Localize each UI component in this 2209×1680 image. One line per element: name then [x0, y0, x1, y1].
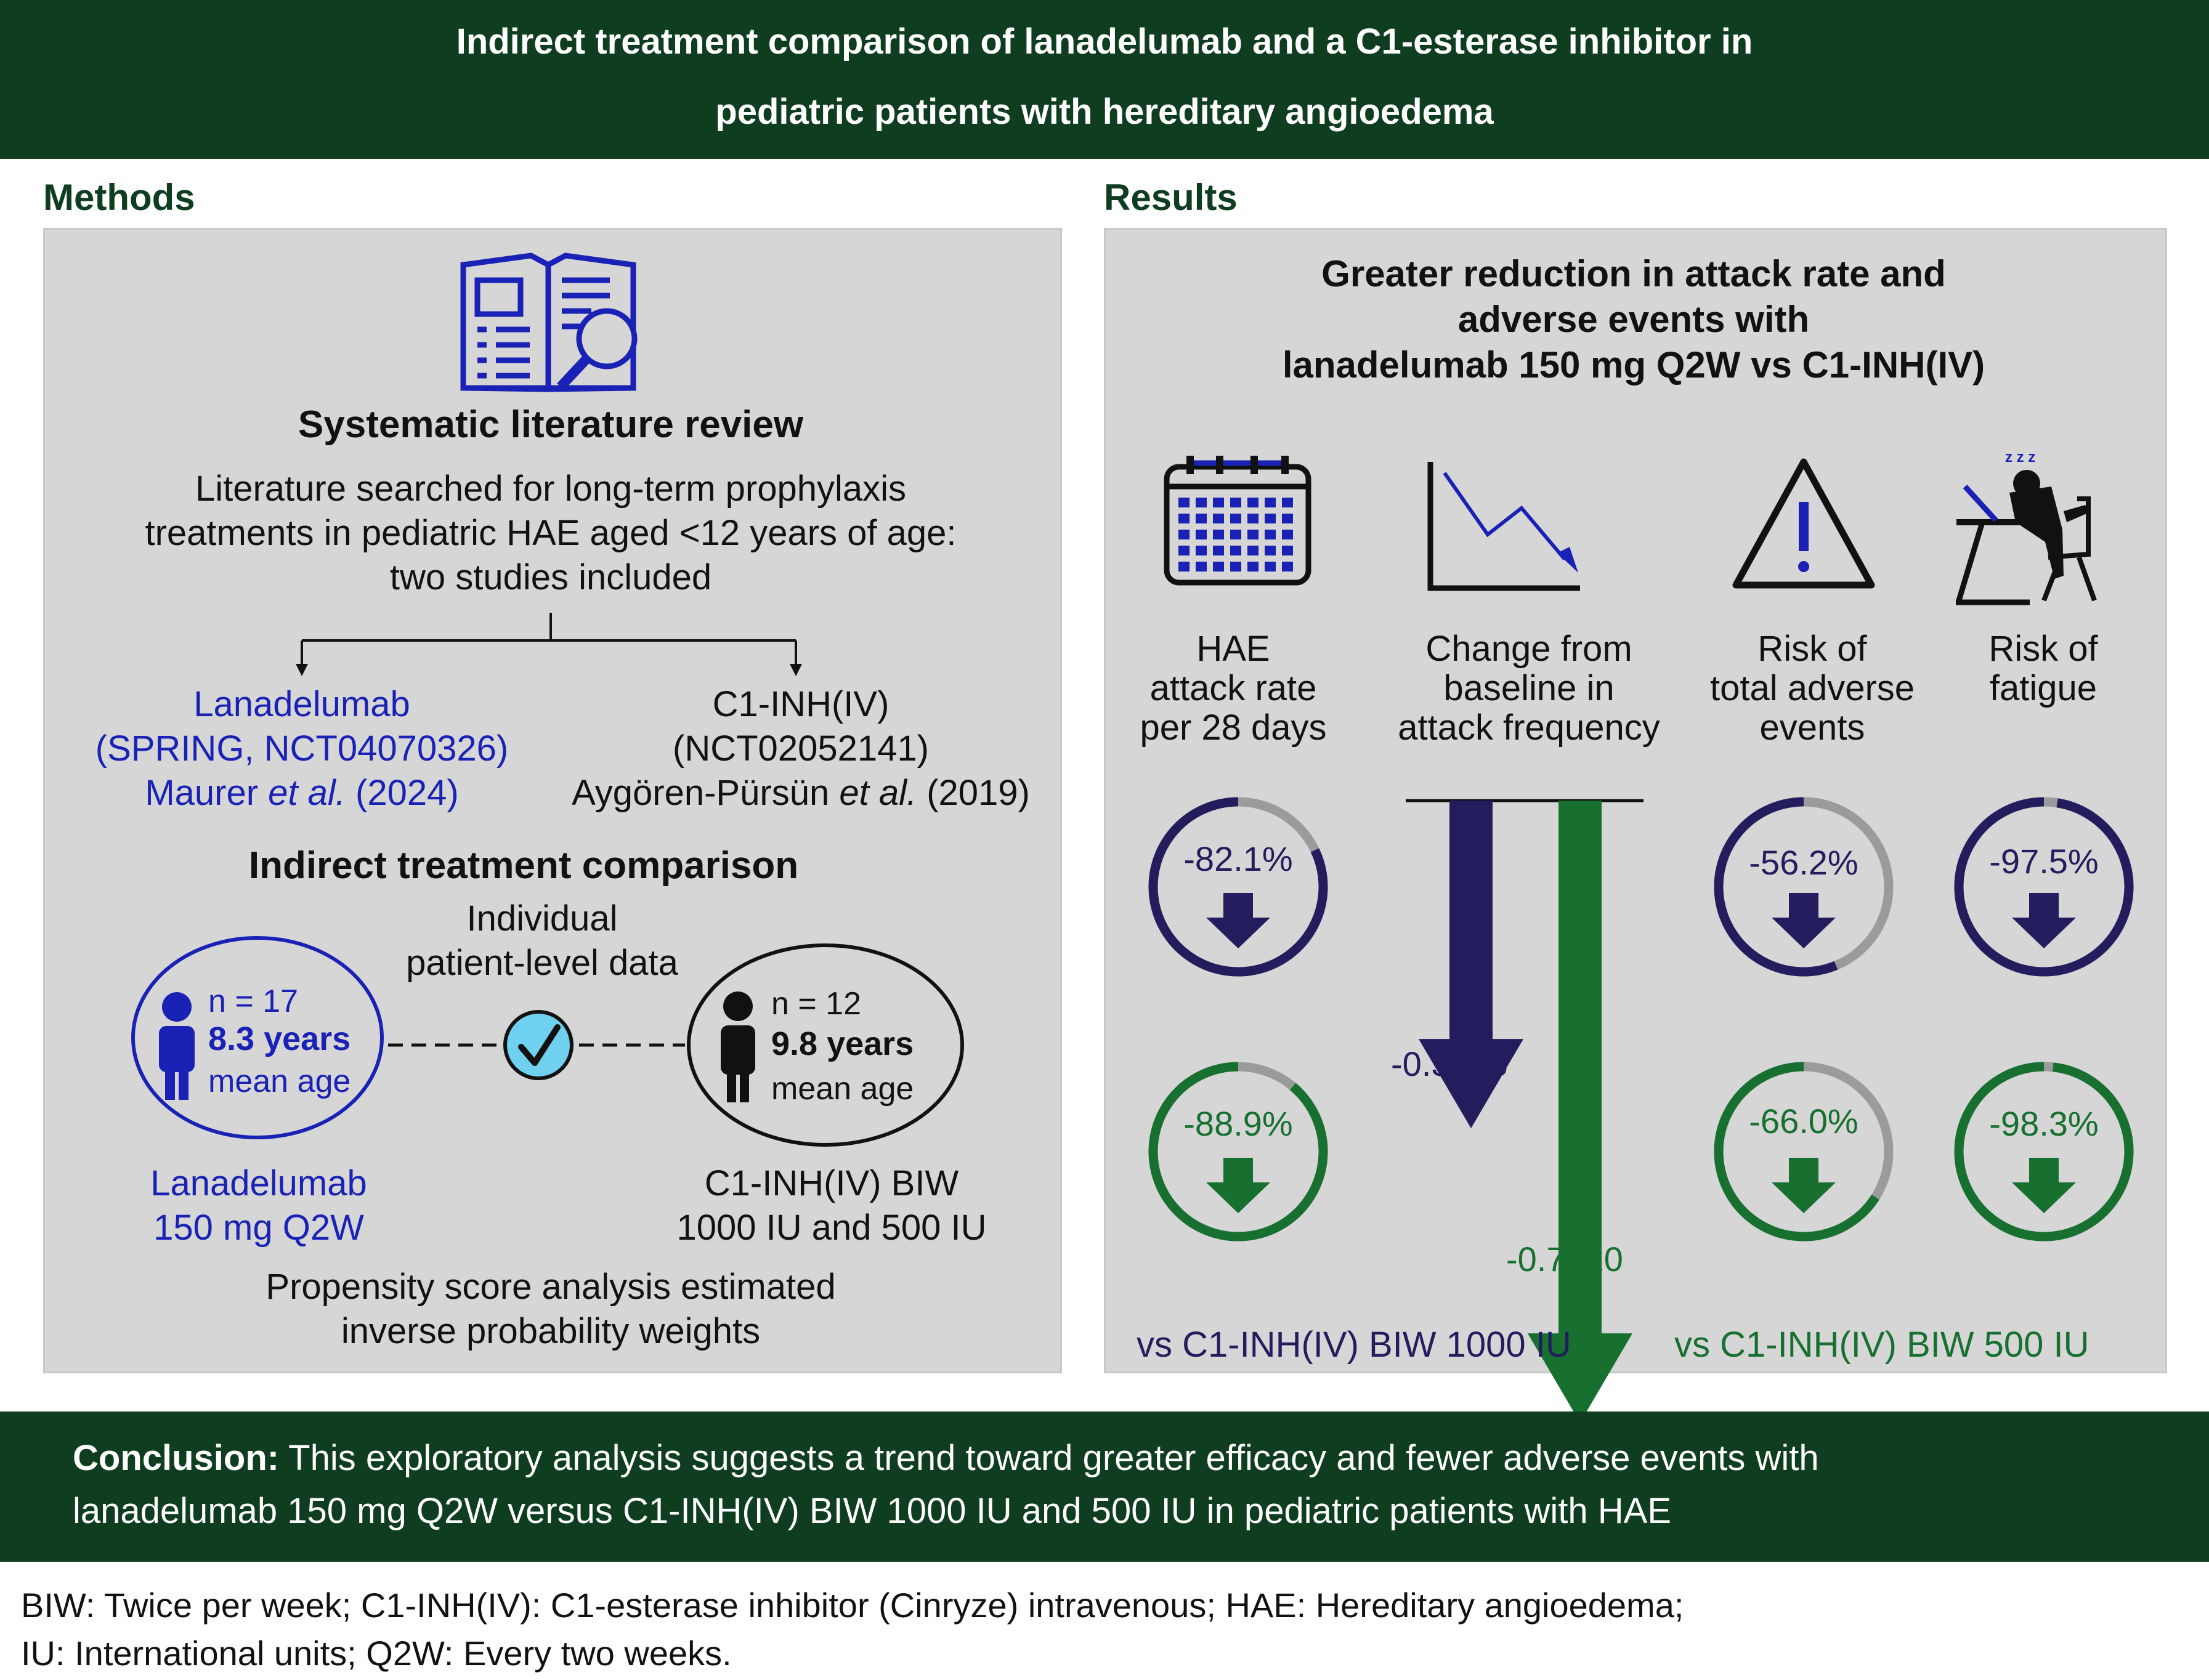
arm-left-line1: Lanadelumab [150, 1163, 367, 1203]
svg-text:z z z: z z z [2005, 449, 2035, 466]
study-right-citation: Aygören-Pürsün et al. (2019) [572, 773, 1030, 813]
declining-line-chart-icon [1427, 462, 1580, 591]
ring-1000-2 [1954, 797, 2134, 977]
fatigued-person-icon: z z z [1956, 449, 2097, 605]
lanadelumab-age-label: mean age [208, 1064, 351, 1099]
warning-triangle-icon [1732, 458, 1875, 589]
fatigue-1000-label: -97.5% [1989, 842, 2099, 881]
ring-1000-2-arrow [2012, 893, 2076, 948]
person-icon-black [721, 991, 755, 1102]
slr-title: Systematic literature review [298, 403, 804, 446]
tree-connector [296, 613, 802, 676]
abbreviations-line1: BIW: Twice per week; C1-INH(IV): C1-este… [21, 1586, 1684, 1625]
ring-500-1 [1714, 1062, 1894, 1242]
c1inh-group-ellipse [687, 943, 964, 1147]
itc-title: Indirect treatment comparison [248, 844, 799, 887]
ring-1000-1-arc [1714, 797, 1838, 977]
slr-line-1: Literature searched for long-term prophy… [195, 469, 907, 509]
ring-1000-1-arrow [1772, 893, 1836, 948]
c1inh-age-label: mean age [771, 1071, 914, 1107]
ring-500-0-arc [1148, 1062, 1328, 1242]
results-title: Results [1104, 177, 1238, 218]
conclusion-line2: lanadelumab 150 mg Q2W versus C1-INH(IV)… [73, 1491, 1672, 1531]
ring-500-0 [1148, 1062, 1328, 1242]
study-left-line1: Lanadelumab [193, 684, 410, 724]
change-1000-label: -0.3856 [1391, 1044, 1508, 1083]
study-left-line2: (SPRING, NCT04070326) [95, 729, 509, 769]
ipd-line1: Individual [466, 899, 618, 939]
results-headline-1: Greater reduction in attack rate and [1321, 253, 1946, 294]
ring-1000-0-arc [1148, 797, 1328, 977]
attack-rate-1000-label: -82.1% [1183, 839, 1293, 878]
conclusion-line1: Conclusion: This exploratory analysis su… [73, 1438, 1819, 1478]
study-right-line2: (NCT02052141) [673, 729, 929, 769]
ipd-line2: patient-level data [406, 943, 678, 983]
ring-500-2-arrow [2012, 1158, 2076, 1213]
slr-line-3: two studies included [389, 557, 712, 597]
abbreviations-line2: IU: International units; Q2W: Every two … [21, 1634, 732, 1673]
change-bar-1 [1528, 801, 1632, 1423]
ring-500-2 [1954, 1062, 2134, 1242]
adverse-1000-label: -56.2% [1749, 843, 1858, 882]
lanadelumab-group-ellipse [131, 936, 384, 1139]
c1inh-n: n = 12 [771, 986, 862, 1022]
ring-500-1-arrow [1772, 1158, 1836, 1213]
ring-1000-2-arc [1954, 797, 2134, 977]
study-right-line1: C1-INH(IV) [712, 684, 890, 724]
arm-left-line2: 150 mg Q2W [153, 1208, 364, 1248]
adverse-500-label: -66.0% [1749, 1102, 1858, 1141]
arm-right-line1: C1-INH(IV) BIW [704, 1163, 959, 1203]
ring-500-1-arc [1714, 1062, 1879, 1242]
methods-panel [43, 228, 1062, 1373]
study-left-citation: Maurer et al. (2024) [145, 773, 459, 813]
legend-1000: vs C1-INH(IV) BIW 1000 IU [1137, 1325, 1571, 1365]
lanadelumab-n: n = 17 [208, 983, 299, 1019]
c1inh-age: 9.8 years [771, 1025, 914, 1062]
psa-line1: Propensity score analysis estimated [265, 1267, 836, 1307]
methods-title: Methods [43, 177, 195, 218]
header-banner [0, 0, 2209, 159]
change-500-label: -0.7320 [1506, 1240, 1623, 1278]
page-title-line2: pediatric patients with hereditary angio… [715, 92, 1494, 132]
fatigue-500-label: -98.3% [1989, 1104, 2099, 1143]
conclusion-banner [0, 1411, 2209, 1562]
ring-1000-0 [1148, 797, 1328, 977]
results-headline-3: lanadelumab 150 mg Q2W vs C1-INH(IV) [1282, 344, 1985, 386]
slr-line-2: treatments in pediatric HAE aged <12 yea… [145, 513, 957, 553]
legend-500: vs C1-INH(IV) BIW 500 IU [1674, 1325, 2089, 1365]
arm-right-line2: 1000 IU and 500 IU [676, 1208, 987, 1248]
results-headline-2: adverse events with [1457, 299, 1810, 340]
lanadelumab-age: 8.3 years [208, 1020, 351, 1057]
change-bar-0 [1419, 801, 1523, 1129]
calendar-icon [1164, 456, 1311, 586]
ring-1000-0-arrow [1206, 893, 1270, 948]
ring-1000-1 [1714, 797, 1894, 977]
page-title-line1: Indirect treatment comparison of lanadel… [456, 22, 1753, 62]
psa-line2: inverse probability weights [341, 1311, 761, 1351]
person-icon-blue [159, 992, 195, 1100]
check-circle-icon [503, 1010, 574, 1080]
ring-500-0-arrow [1206, 1158, 1270, 1213]
book-magnifier-icon [460, 252, 638, 392]
ring-500-2-arc [1954, 1062, 2134, 1242]
attack-rate-500-label: -88.9% [1183, 1104, 1293, 1143]
